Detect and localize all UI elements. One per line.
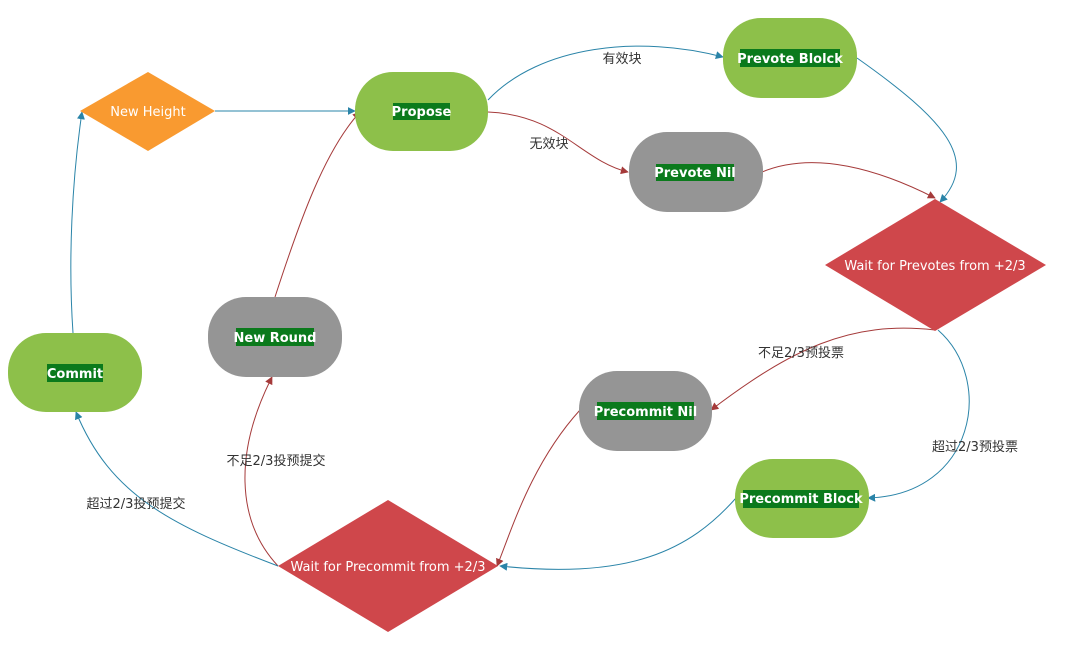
node-precommit-nil-label: Precommit Nil [594, 405, 697, 420]
edge-wait-precommit-to-new-round [244, 376, 279, 567]
node-prevote-block-label: Prevote Blolck [737, 52, 843, 67]
edge-wait-prevotes-to-precommit-block [867, 329, 970, 502]
node-commit-label: Commit [47, 367, 103, 382]
node-propose-label: Propose [392, 105, 452, 120]
edge-label-under-precommits: 不足2/3投预提交 [227, 453, 326, 469]
edge-wait-precommit-to-commit [75, 411, 279, 567]
edge-prevote-nil-to-wait-prevotes [761, 162, 936, 199]
node-prevote-nil: Prevote Nil [629, 132, 763, 212]
node-commit: Commit [8, 333, 142, 412]
node-wait-prevotes: Wait for Prevotes from +2/3 [825, 199, 1046, 331]
edge-label-under-prevotes: 不足2/3预投票 [758, 345, 844, 361]
node-prevote-block: Prevote Blolck [723, 18, 857, 98]
node-precommit-nil: Precommit Nil [579, 371, 712, 451]
edge-wait-prevotes-to-precommit-nil [710, 327, 936, 411]
node-precommit-block-label: Precommit Block [739, 492, 863, 507]
edge-label-over-precommits: 超过2/3投预提交 [87, 496, 186, 512]
edge-new-round-to-propose [274, 111, 361, 298]
node-new-round: New Round [208, 297, 342, 377]
node-prevote-nil-label: Prevote Nil [654, 166, 736, 181]
node-wait-precommit-label: Wait for Precommit from +2/3 [291, 560, 486, 575]
node-wait-precommit: Wait for Precommit from +2/3 [278, 500, 498, 632]
edge-label-valid-block: 有效块 [602, 52, 641, 67]
node-precommit-block: Precommit Block [735, 459, 869, 538]
edge-label-over-prevotes: 超过2/3预投票 [932, 439, 1018, 455]
node-new-height-label: New Height [110, 105, 185, 120]
edge-propose-to-prevote-block [487, 45, 724, 101]
node-new-round-label: New Round [234, 331, 317, 346]
node-propose: Propose [355, 72, 488, 151]
edge-commit-to-new-height [70, 111, 85, 334]
edge-label-invalid-block: 无效块 [529, 137, 568, 152]
edge-precommit-nil-to-wait-precommit [496, 409, 581, 567]
node-new-height: New Height [80, 72, 215, 151]
edge-prevote-block-to-wait-prevotes [856, 57, 957, 203]
node-wait-prevotes-label: Wait for Prevotes from +2/3 [844, 259, 1025, 274]
edge-precommit-block-to-wait-precommit [499, 497, 737, 571]
edge-propose-to-prevote-nil [487, 111, 629, 175]
